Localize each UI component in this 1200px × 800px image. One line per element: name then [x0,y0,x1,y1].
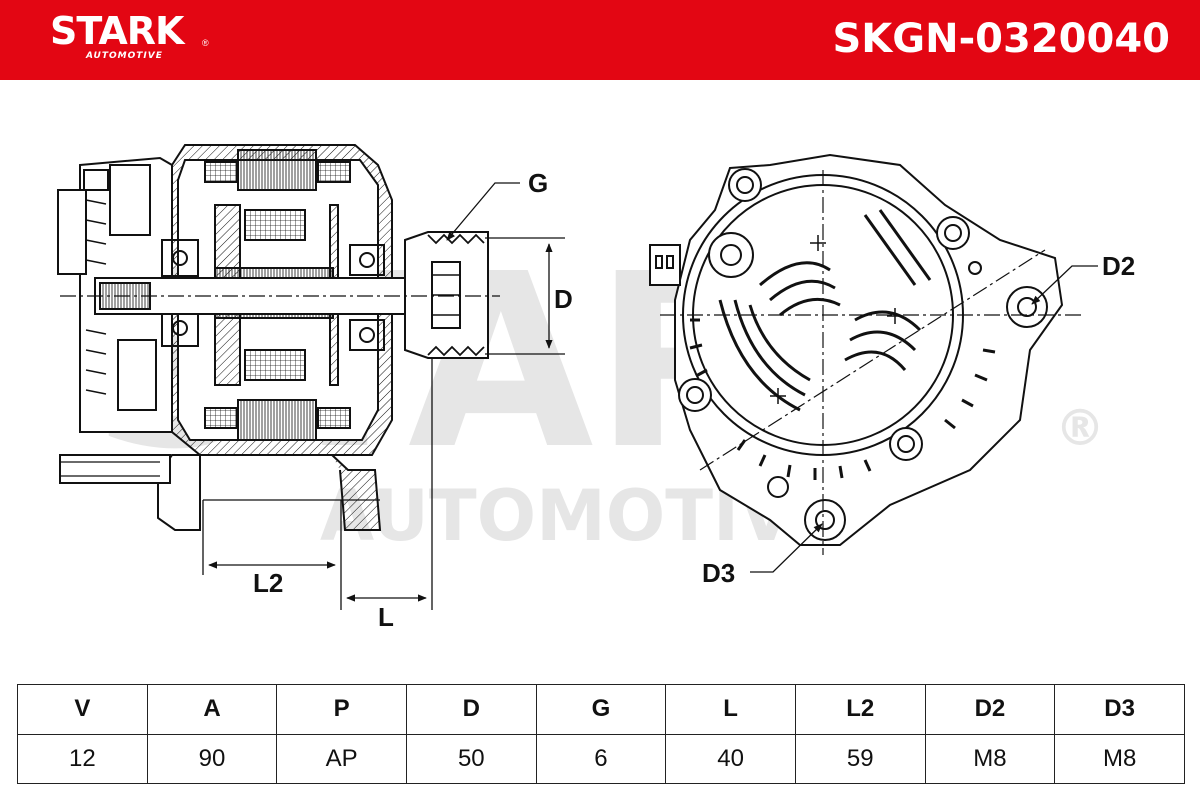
dimension-label-l2: L2 [253,568,283,598]
spec-table-value-row: 12 90 AP 50 6 40 59 M8 M8 [17,733,1185,784]
logo-text: STARK [50,9,184,53]
spec-header-v: V [17,684,148,735]
logo-registered-mark: ® [202,38,209,48]
watermark-registered-mark: ® [1055,399,1105,457]
side-view-dimensions [202,182,565,610]
spec-value-d2: M8 [924,733,1056,784]
alternator-side-view [57,144,500,531]
dimension-label-l: L [378,602,394,632]
spec-header-l2: L2 [794,684,926,735]
spec-value-a: 90 [146,733,278,784]
dimension-label-d3: D3 [702,558,735,588]
stark-logo: STARK AUTOMOTIVE ® [50,9,209,62]
logo-subtitle: AUTOMOTIVE [86,51,163,61]
spec-table: V A P D G L L2 D2 D3 12 90 AP 50 6 40 59… [17,684,1185,784]
header-bar: STARK AUTOMOTIVE ® SKGN-0320040 [0,0,1200,80]
spec-header-d2: D2 [924,684,1056,735]
spec-value-l: 40 [665,733,796,784]
alternator-front-view [649,153,1085,555]
technical-drawing: STARK AUTOMOTIVE ® [57,144,1135,632]
spec-header-g: G [535,684,667,735]
front-view-dimensions [750,265,1098,573]
dimension-label-d2: D2 [1102,251,1135,281]
part-number: SKGN-0320040 [832,16,1170,62]
spec-value-d: 50 [405,733,537,784]
spec-header-d3: D3 [1054,684,1185,735]
dimension-label-d: D [554,284,573,314]
spec-value-g: 6 [535,733,667,784]
spec-header-d: D [405,684,537,735]
spec-header-a: A [146,684,278,735]
spec-value-p: AP [276,733,407,784]
dimension-label-g: G [528,168,548,198]
spec-value-v: 12 [17,733,148,784]
spec-value-l2: 59 [794,733,926,784]
spec-table-header-row: V A P D G L L2 D2 D3 [17,684,1185,735]
spec-header-l: L [665,684,796,735]
spec-header-p: P [276,684,407,735]
spec-value-d3: M8 [1054,733,1185,784]
